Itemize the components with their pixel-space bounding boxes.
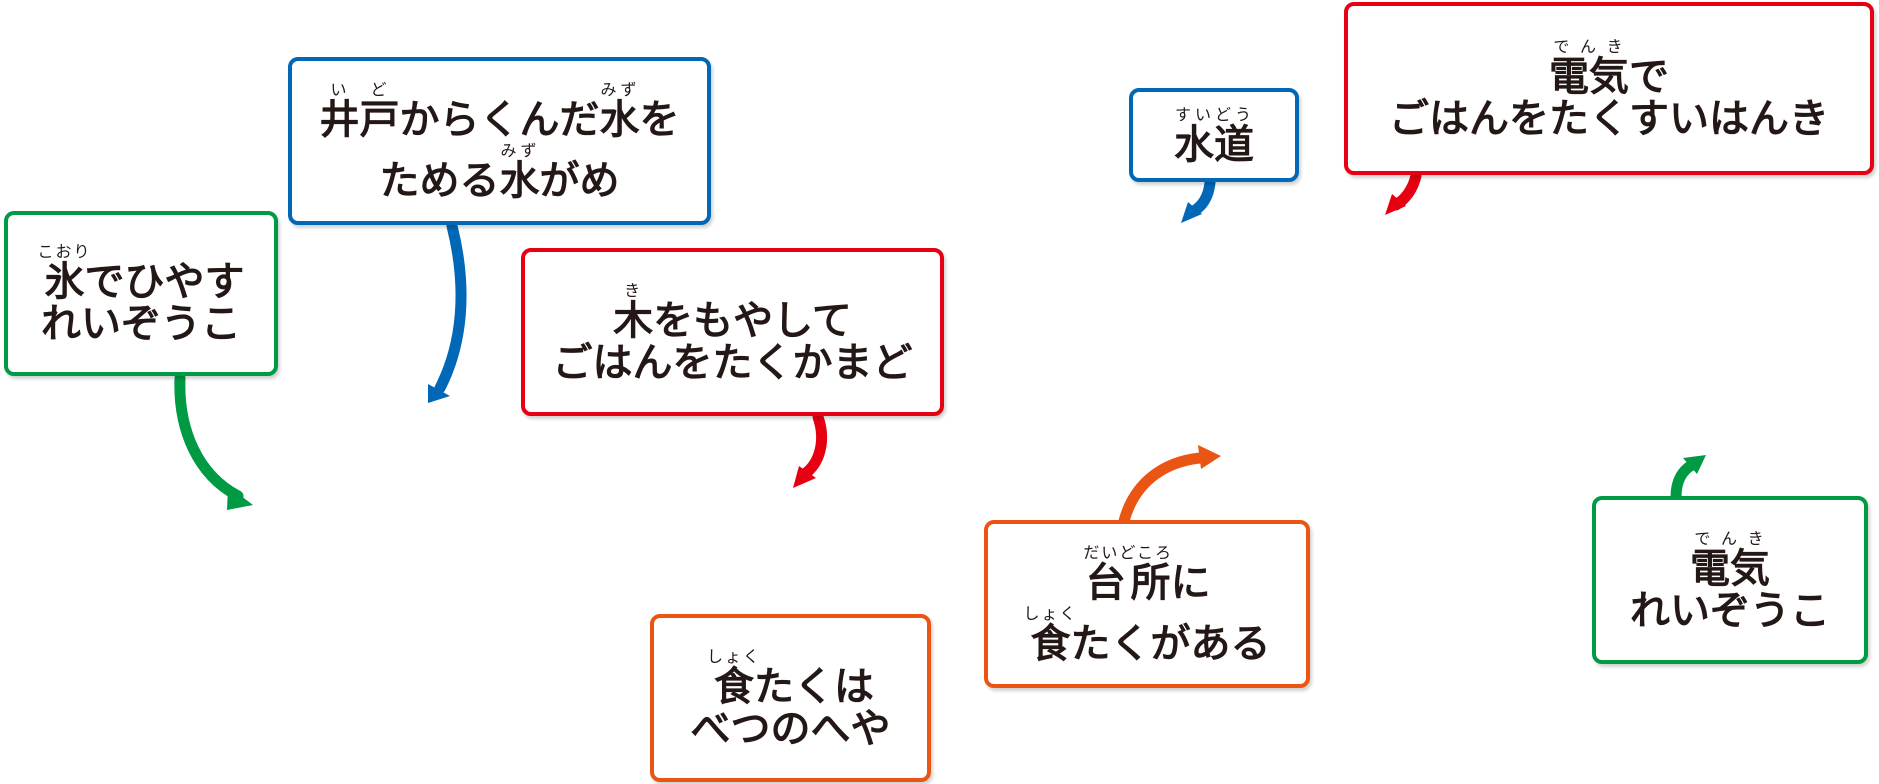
ruby-base-well-i: 井 [319, 97, 360, 143]
ruby-base-tap-water: 水道 [1174, 121, 1254, 168]
arrowhead-ice-fridge [227, 486, 253, 510]
callout-tap-water: 水道すいどう [1129, 88, 1299, 182]
well-line1-mid: からくんだ [399, 97, 600, 143]
ruby-base-kitchen: 台所 [1083, 560, 1173, 606]
arrowhead-electric-fridge [1683, 455, 1706, 474]
callout-rice-cooker: 電気でんきで ごはんをたくすいはんき [1344, 2, 1874, 175]
ruby-base-well-do: 戸 [359, 97, 400, 143]
arrow-tap-water [1186, 177, 1216, 218]
ruby-reading-kitchen-table: しょく [1023, 604, 1078, 623]
well-line2-start: ためる [379, 158, 500, 204]
rice-cooker-line2: ごはんをたくすいはんき [1389, 96, 1829, 142]
well-line1-end: を [639, 97, 680, 143]
arrowhead-well-water [428, 384, 450, 403]
ruby-reading-kitchen: だいどころ [1083, 543, 1173, 562]
well-line2-end: がめ [539, 158, 620, 204]
arrowhead-rice-cooker [1385, 194, 1406, 215]
arrow-electric-fridge [1670, 459, 1698, 503]
callout-ice-refrigerator: 氷こおりでひやす れいぞうこ [4, 211, 278, 376]
ruby-reading-well-do: ど [359, 80, 400, 99]
ruby-base-kitchen-table: 食 [1023, 621, 1078, 667]
arrow-well-water [434, 220, 467, 394]
ruby-reading-dining: しょく [706, 646, 761, 666]
callout-well-water-jar: 井い戸どからくんだ水みずを ためる水みずがめ [288, 57, 711, 225]
arrowhead-wood-stove [793, 466, 816, 488]
arrowhead-kitchen-table [1198, 445, 1221, 469]
arrow-kitchen-table [1118, 452, 1206, 527]
callout-kitchen-table: 台所だいどころに 食しょくたくがある [984, 520, 1310, 688]
ruby-reading-electric-cooker: でんき [1549, 37, 1629, 56]
ruby-base-ice: 氷 [37, 259, 92, 305]
wood-stove-line1: をもやして [653, 297, 852, 344]
ruby-base-dining: 食 [706, 663, 761, 710]
ruby-reading-ice: こおり [37, 242, 92, 261]
ice-fridge-line1: でひやす [84, 259, 245, 305]
ice-fridge-line2: れいぞうこ [41, 301, 241, 347]
ruby-reading-wood: き [613, 280, 654, 300]
arrow-ice-fridge [174, 372, 244, 502]
ruby-reading-electric-fridge: でんき [1690, 528, 1770, 548]
callout-electric-refrigerator: 電気でんき れいぞうこ [1592, 496, 1868, 664]
ruby-reading-well-water2: みず [499, 141, 540, 160]
dining-line1: たくは [753, 663, 874, 710]
ruby-reading-well-water1: みず [599, 80, 640, 99]
ruby-reading-tap-water: すいどう [1174, 104, 1254, 124]
ruby-base-electric-cooker: 電気 [1549, 54, 1629, 100]
callout-separate-dining-room: 食しょくたくは べつのへや [650, 614, 931, 782]
electric-fridge-line2: れいぞうこ [1630, 587, 1830, 634]
kitchen-line2-end: たくがある [1070, 621, 1271, 667]
arrowhead-tap-water [1181, 202, 1202, 223]
ruby-base-well-water1: 水 [599, 97, 640, 143]
ruby-base-well-water2: 水 [499, 158, 540, 204]
wood-stove-line2: ごはんをたくかまど [552, 339, 913, 386]
callout-wood-stove: 木きをもやして ごはんをたくかまど [521, 248, 944, 416]
ruby-reading-well-i: い [319, 80, 360, 99]
ruby-base-wood: 木 [613, 297, 654, 344]
arrow-wood-stove [800, 411, 828, 479]
rice-cooker-line1-end: で [1629, 54, 1669, 100]
kitchen-line1-end: に [1170, 560, 1211, 606]
ruby-base-electric-fridge: 電気 [1690, 545, 1770, 592]
dining-line2: べつのへや [690, 705, 891, 752]
